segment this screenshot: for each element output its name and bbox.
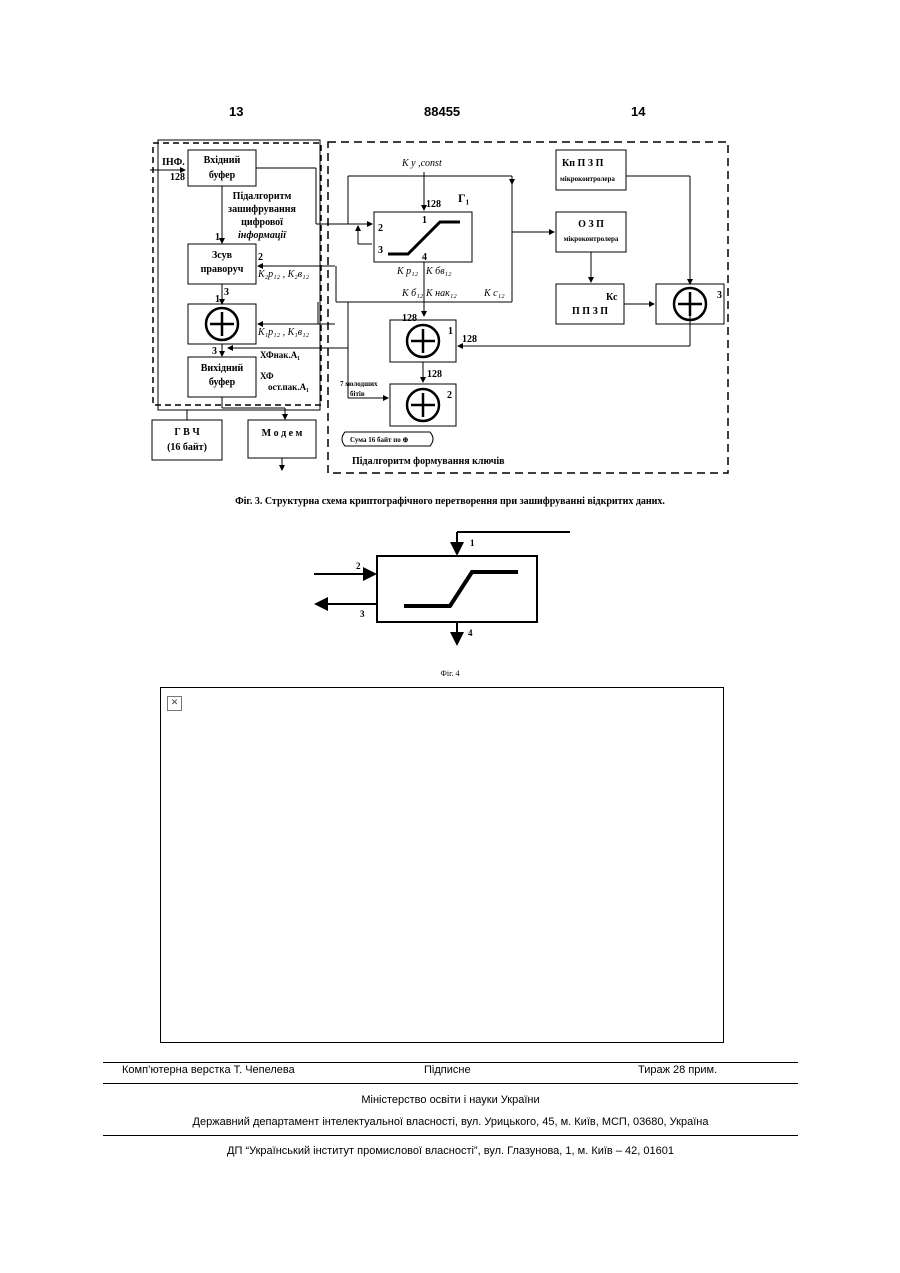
gvch-block: [152, 420, 222, 460]
shift-label-2: праворуч: [201, 264, 244, 275]
shift-port-1: 1: [215, 232, 220, 243]
kc-label: Кс: [606, 292, 618, 303]
xor-left-port-3: 3: [224, 287, 229, 298]
ozp-label-2: мікроконтролера: [564, 235, 619, 243]
sum-label: Сума 16 байт по ⊕: [350, 436, 409, 444]
xor1-port-1: 1: [448, 326, 453, 337]
g1-port-2: 2: [378, 223, 383, 234]
fig4-port-3: 3: [360, 609, 365, 619]
modem-label: М о д е м: [262, 428, 303, 439]
footer-divider-1: [103, 1062, 798, 1063]
knak12-label: K нак₁₂: [425, 288, 457, 299]
out-port-3: 3: [212, 346, 217, 357]
ppzp-block: [556, 284, 624, 324]
footer-ministry: Міністерство освіти і науки України: [103, 1094, 798, 1106]
kp12-label: K p₁₂: [396, 266, 419, 277]
key-subalgorithm-label: Підалгоритм формування ключів: [352, 456, 505, 467]
xf-ost-label-1: ХФ: [260, 371, 274, 381]
kbv12-label: K бв₁₂: [425, 266, 452, 277]
g1-width: 128: [426, 199, 441, 210]
shift-port-2: 2: [258, 252, 263, 263]
ozp-label-1: О З П: [578, 219, 604, 230]
footer-divider-3: [103, 1135, 798, 1136]
fig4-diagram: 1 2 3 4: [300, 522, 580, 652]
footer-institute: ДП “Український інститут промислової вла…: [103, 1145, 798, 1157]
fig4-block: [377, 556, 537, 622]
ky-const-label: K y ,const: [401, 158, 442, 169]
g1-port-3: 3: [378, 245, 383, 256]
image-placeholder: ✕: [160, 687, 724, 1043]
fig4-port-1: 1: [470, 538, 475, 548]
inf-label: ІНФ.: [162, 157, 185, 168]
k2-label: K₂p₁₂ , K₂в₁₂: [257, 269, 310, 280]
gvch-label-2: (16 байт): [167, 442, 207, 453]
k1-label: K₁p₁₂ , K₁в₁₂: [257, 327, 310, 338]
xf-nak-label: ХФнак.А₁: [260, 350, 300, 360]
input-buffer-label-1: Вхідний: [204, 155, 241, 166]
footer-department: Державний департамент інтелектуальної вл…: [103, 1116, 798, 1128]
broken-image-icon: ✕: [167, 696, 182, 711]
ozp-block: [556, 212, 626, 252]
seven-bits-1: 7 молодших: [340, 380, 378, 388]
patent-number: 88455: [424, 104, 460, 119]
fig3-diagram: ІНФ. 128 Вхідний буфер Підалгоритм зашиф…: [140, 136, 740, 481]
enc-sub-2: зашифрування: [228, 204, 296, 215]
fig4-port-2: 2: [356, 561, 361, 571]
output-buffer-label-1: Вихідний: [201, 363, 244, 374]
g1-port-1: 1: [422, 215, 427, 226]
xor3-port-3: 3: [717, 290, 722, 301]
seven-bits-2: бітів: [350, 390, 365, 398]
ppzp-label: П П З П: [572, 306, 608, 317]
xor1-width: 128: [402, 313, 417, 324]
footer-signed: Підписне: [424, 1064, 471, 1076]
output-buffer-label-2: буфер: [209, 377, 236, 388]
xor1-in-width: 128: [462, 334, 477, 345]
g1-port-4: 4: [422, 252, 427, 263]
input-width: 128: [170, 172, 185, 183]
kp-pzp-label-2: мікроконтролера: [560, 175, 615, 183]
footer-layout: Комп’ютерна верстка Т. Чепелева: [122, 1064, 295, 1076]
fig4-port-4: 4: [468, 628, 473, 638]
kp-pzp-block: [556, 150, 626, 190]
modem-block: [248, 420, 316, 458]
kc12-label: K c₁₂: [483, 288, 505, 299]
enc-sub-3: цифрової: [241, 217, 283, 228]
kb12-label: K б₁₂: [401, 288, 424, 299]
g1-characteristic: [388, 222, 460, 254]
enc-sub-4: інформації: [238, 230, 287, 241]
fig3-caption: Фіг. 3. Структурна схема криптографічног…: [0, 496, 900, 507]
enc-sub-1: Підалгоритм: [233, 191, 292, 202]
g1-label: Г₁: [458, 191, 470, 205]
shift-label-1: Зсув: [212, 250, 233, 261]
xor-left-port-1: 1: [215, 294, 220, 305]
page-number-right: 14: [631, 104, 645, 119]
page-number-left: 13: [229, 104, 243, 119]
xor2-width: 128: [427, 369, 442, 380]
xor2-port-2: 2: [447, 390, 452, 401]
input-buffer-label-2: буфер: [209, 170, 236, 181]
key-subalgorithm-frame: [328, 142, 728, 473]
footer-divider-2: [103, 1083, 798, 1084]
kp-pzp-label-1: Кп П З П: [562, 158, 604, 169]
fig4-characteristic: [404, 572, 518, 606]
footer-circulation: Тираж 28 прим.: [638, 1064, 717, 1076]
gvch-label-1: Г В Ч: [174, 427, 200, 438]
xf-ost-label-2: ост.пак.А₁: [268, 382, 309, 392]
fig4-caption: Фіг. 4: [0, 669, 900, 678]
